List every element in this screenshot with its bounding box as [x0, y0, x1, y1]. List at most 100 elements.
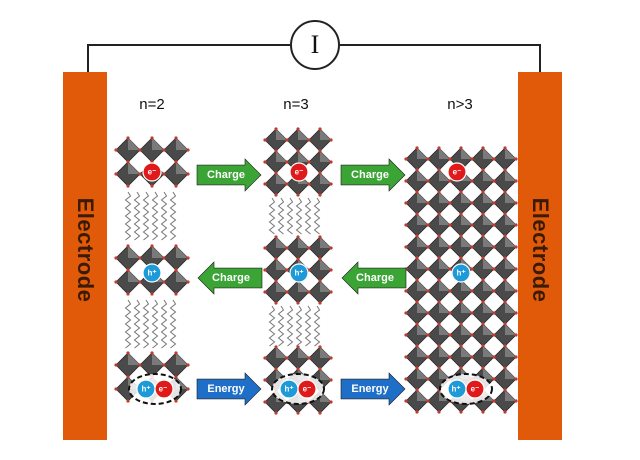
- octahedron: [285, 345, 311, 371]
- octahedron: [162, 351, 190, 379]
- exciton-hole-label-n-gt-3: h⁺: [451, 384, 461, 394]
- electron-label-n3: e⁻: [294, 167, 304, 177]
- electron-n2: [142, 162, 162, 182]
- electron-n-gt-3: [447, 162, 467, 182]
- octahedron: [307, 171, 333, 197]
- arrow-label-charge-top-2: Charge: [351, 169, 389, 181]
- octahedron: [404, 190, 430, 216]
- octahedron: [448, 234, 474, 260]
- energy-arrow-2: [340, 372, 406, 406]
- octahedron: [307, 149, 333, 175]
- octahedron: [114, 160, 142, 188]
- charge-carriers: [128, 162, 493, 405]
- phase-label-n-gt-3: n>3: [447, 96, 473, 113]
- octahedron: [492, 256, 518, 282]
- octahedron: [470, 322, 496, 348]
- octahedron: [404, 388, 430, 414]
- octahedron: [492, 366, 518, 392]
- octahedron: [470, 278, 496, 304]
- octahedron: [162, 268, 190, 296]
- octahedron: [492, 322, 518, 348]
- octahedron: [404, 322, 430, 348]
- current-meter: [290, 20, 340, 70]
- octahedron: [404, 146, 430, 172]
- electron-label-n-gt-3: e⁻: [452, 167, 462, 177]
- octahedron: [470, 212, 496, 238]
- octahedron: [470, 234, 496, 260]
- octahedron: [162, 160, 190, 188]
- octahedron: [470, 146, 496, 172]
- octahedron: [448, 190, 474, 216]
- charge-arrow-middle-1: [197, 261, 263, 295]
- electrode-left-label: Electrode: [73, 197, 98, 303]
- octahedron: [404, 300, 430, 326]
- octahedron: [426, 278, 452, 304]
- octahedron: [470, 168, 496, 194]
- octahedron: [285, 235, 311, 261]
- organic-spacer: [124, 191, 177, 241]
- charge-arrow-top-1: [196, 158, 262, 192]
- octahedron: [162, 244, 190, 272]
- octahedron: [492, 146, 518, 172]
- octahedron: [263, 235, 289, 261]
- electron-label-n2: e⁻: [147, 167, 157, 177]
- octahedron: [426, 234, 452, 260]
- octahedron: [492, 300, 518, 326]
- octahedron: [138, 136, 166, 164]
- hole-label-n-gt-3: h⁺: [456, 268, 466, 278]
- meter-symbol: I: [310, 30, 320, 59]
- octahedron: [114, 136, 142, 164]
- octahedron: [307, 235, 333, 261]
- octahedron: [114, 268, 142, 296]
- octahedron: [285, 127, 311, 153]
- transfer-arrows: [196, 158, 407, 406]
- arrow-label-charge-mid-1: Charge: [212, 272, 250, 284]
- hole-n3: [289, 263, 309, 283]
- exciton-electron-label-n-gt-3: e⁻: [470, 384, 480, 394]
- exciton-n-gt-3-electron: [465, 379, 485, 399]
- octahedron: [426, 300, 452, 326]
- octahedron: [138, 244, 166, 272]
- octahedron: [404, 168, 430, 194]
- octahedron: [162, 136, 190, 164]
- energy-arrow-1: [196, 372, 262, 406]
- octahedron: [404, 256, 430, 282]
- octahedron: [404, 234, 430, 260]
- octahedron: [307, 279, 333, 305]
- electrode-left-bar: [63, 72, 107, 440]
- arrow-label-charge-mid-2: Charge: [356, 272, 394, 284]
- octahedron: [448, 212, 474, 238]
- octahedron: [448, 344, 474, 370]
- octahedron: [426, 146, 452, 172]
- organic-spacer: [268, 305, 321, 347]
- circuit-wire-right: [340, 44, 541, 72]
- octahedron: [470, 344, 496, 370]
- exciton-hole-label-n3: h⁺: [284, 384, 294, 394]
- exciton-n2-electron: [154, 379, 174, 399]
- octahedron: [404, 366, 430, 392]
- octahedron: [263, 345, 289, 371]
- circuit-wire-left: [87, 44, 290, 72]
- organic-spacer: [124, 299, 177, 349]
- octahedron: [404, 212, 430, 238]
- phase-label-n3: n=3: [283, 96, 309, 113]
- exciton-electron-label-n2: e⁻: [158, 384, 168, 394]
- octahedron: [426, 322, 452, 348]
- octahedron: [404, 344, 430, 370]
- octahedron: [470, 256, 496, 282]
- octahedron: [404, 278, 430, 304]
- organic-spacer: [268, 197, 321, 235]
- arrow-label-energy-1: Energy: [207, 383, 245, 395]
- octahedron: [263, 279, 289, 305]
- octahedron: [426, 212, 452, 238]
- octahedron: [470, 300, 496, 326]
- electrode-right-bar: [518, 72, 562, 440]
- octahedron: [492, 234, 518, 260]
- hole-n2: [142, 263, 162, 283]
- octahedron: [470, 190, 496, 216]
- octahedron: [426, 190, 452, 216]
- octahedron: [448, 322, 474, 348]
- octahedron: [138, 351, 166, 379]
